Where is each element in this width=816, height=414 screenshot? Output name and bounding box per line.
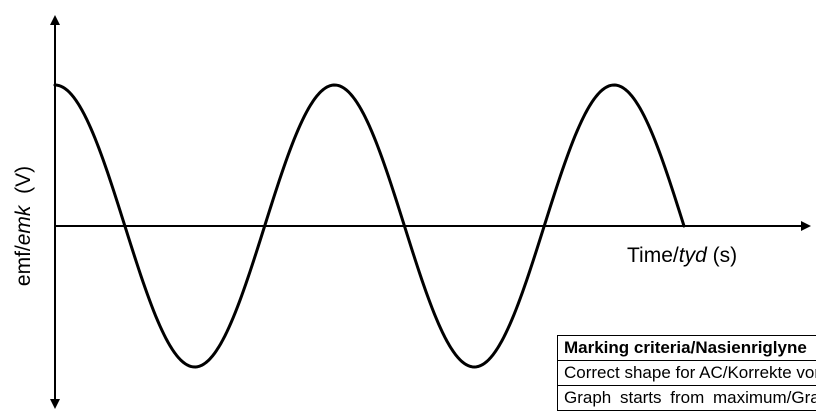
marking-criteria-table: Marking criteria/Nasienriglyne Correct s… bbox=[557, 335, 816, 411]
table-row: Correct shape for AC/Korrekte vorm vir W… bbox=[557, 360, 816, 386]
y-axis-label: emf/emk (V) bbox=[12, 166, 35, 286]
table-header-row: Marking criteria/Nasienriglyne bbox=[557, 335, 816, 361]
emf-wave-series bbox=[53, 83, 686, 369]
y-axis-label-italic: emk bbox=[12, 204, 35, 245]
marking-criteria-table-wrapper: Marking criteria/Nasienriglyne Correct s… bbox=[557, 335, 816, 414]
table-row: Graph starts from maximum/Grafiek begin … bbox=[557, 385, 816, 411]
x-axis-label: Time/tyd (s) bbox=[627, 244, 737, 267]
x-axis-label-prefix: Time/ bbox=[627, 244, 679, 267]
table-cell: Graph starts from maximum/Grafiek begin … bbox=[557, 385, 816, 411]
table-cell: Correct shape for AC/Korrekte vorm vir W… bbox=[557, 360, 816, 386]
y-axis-label-prefix: emf/ bbox=[12, 245, 35, 286]
x-axis-label-italic: tyd bbox=[679, 244, 708, 267]
y-axis-label-suffix: (V) bbox=[12, 166, 35, 206]
x-axis-label-suffix: (s) bbox=[707, 244, 737, 267]
table-header-cell: Marking criteria/Nasienriglyne bbox=[557, 335, 816, 361]
